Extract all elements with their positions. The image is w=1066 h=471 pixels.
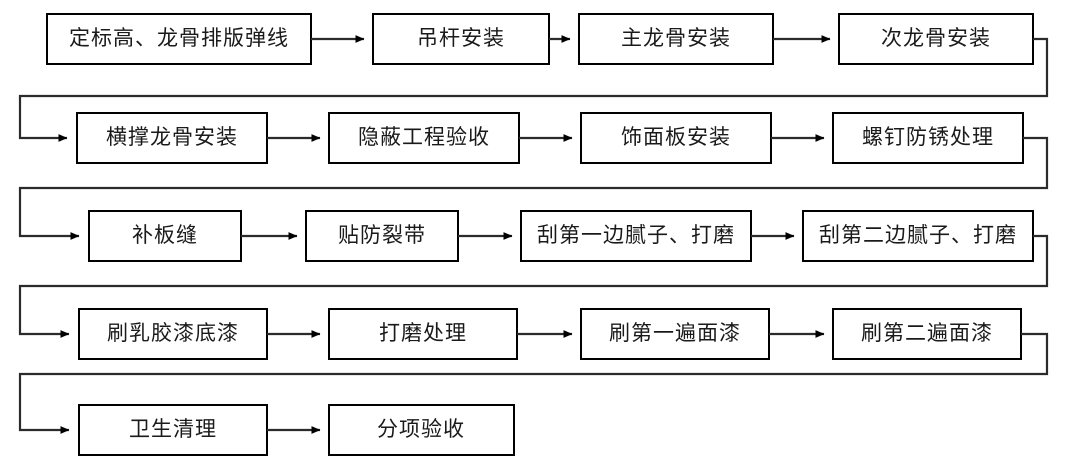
node-label: 次龙骨安装 [881,26,991,50]
node-label: 刷乳胶漆底漆 [107,321,239,345]
node-label: 螺钉防锈处理 [862,125,994,149]
node-box[interactable] [372,13,550,65]
connector-row4-row5 [18,332,1049,434]
node-n3[interactable]: 主龙骨安装 [578,13,774,65]
node-n17[interactable]: 卫生清理 [78,404,268,456]
node-n4[interactable]: 次龙骨安装 [838,13,1034,65]
node-n6[interactable]: 隐蔽工程验收 [328,112,520,164]
node-n16[interactable]: 刷第二遍面漆 [832,308,1022,360]
node-n14[interactable]: 打磨处理 [328,308,518,360]
node-label: 刷第二遍面漆 [861,321,993,345]
node-label: 刮第一边腻子、打磨 [537,223,735,247]
node-label: 补板缝 [132,223,198,247]
connector-row3-row4 [18,234,1049,338]
connector-row1-row2 [18,37,1049,142]
node-label: 横撑龙骨安装 [106,125,238,149]
node-n5[interactable]: 横撑龙骨安装 [76,112,268,164]
node-label: 分项验收 [377,417,465,441]
node-n10[interactable]: 贴防裂带 [305,210,459,262]
node-box[interactable] [328,404,515,456]
node-label: 主龙骨安装 [621,26,731,50]
node-label: 刷第一遍面漆 [609,321,741,345]
node-label: 定标高、龙骨排版弹线 [69,26,289,50]
node-label: 打磨处理 [379,321,467,345]
node-label: 卫生清理 [129,417,217,441]
node-n9[interactable]: 补板缝 [88,210,242,262]
node-label: 吊杆安装 [417,26,505,50]
connector-row2-row3 [18,136,1049,240]
node-label: 饰面板安装 [621,125,731,149]
node-n18[interactable]: 分项验收 [328,404,515,456]
node-box[interactable] [578,13,774,65]
node-box[interactable] [580,308,770,360]
flow-row-4: 刷乳胶漆底漆 打磨处理 刷第一遍面漆 刷第二遍面漆 [78,308,1022,360]
flow-row-2: 横撑龙骨安装 隐蔽工程验收 饰面板安装 螺钉防锈处理 [76,112,1024,164]
node-label: 隐蔽工程验收 [358,125,490,149]
node-box[interactable] [46,13,312,65]
node-n11[interactable]: 刮第一边腻子、打磨 [520,210,752,262]
node-box[interactable] [328,308,518,360]
node-box[interactable] [305,210,459,262]
node-box[interactable] [520,210,752,262]
node-box[interactable] [88,210,242,262]
node-n12[interactable]: 刮第二边腻子、打磨 [802,210,1034,262]
node-n15[interactable]: 刷第一遍面漆 [580,308,770,360]
node-n13[interactable]: 刷乳胶漆底漆 [78,308,268,360]
node-label: 刮第二边腻子、打磨 [819,223,1017,247]
node-box[interactable] [78,308,268,360]
flow-row-5: 卫生清理 分项验收 [78,404,515,456]
node-n1[interactable]: 定标高、龙骨排版弹线 [46,13,312,65]
node-box[interactable] [838,13,1034,65]
node-box[interactable] [580,112,772,164]
node-box[interactable] [802,210,1034,262]
node-n7[interactable]: 饰面板安装 [580,112,772,164]
node-n2[interactable]: 吊杆安装 [372,13,550,65]
node-n8[interactable]: 螺钉防锈处理 [832,112,1024,164]
flow-row-3: 补板缝 贴防裂带 刮第一边腻子、打磨 刮第二边腻子、打磨 [88,210,1034,262]
node-label: 贴防裂带 [338,223,426,247]
flow-row-1: 定标高、龙骨排版弹线 吊杆安装 主龙骨安装 次龙骨安装 [46,13,1034,65]
